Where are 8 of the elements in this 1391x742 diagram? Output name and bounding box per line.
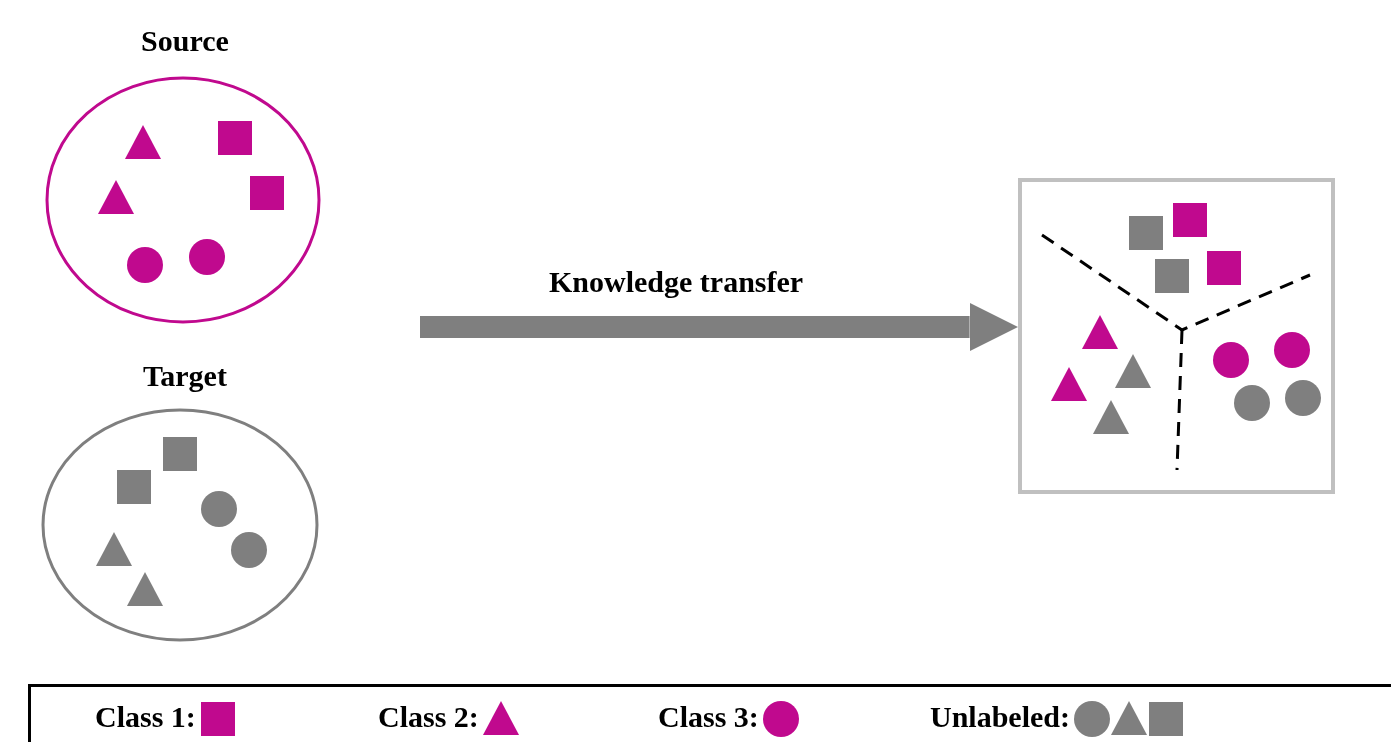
arrow bbox=[420, 302, 1018, 352]
set-title: Target bbox=[142, 359, 228, 393]
result-panel bbox=[1018, 178, 1335, 494]
legend-label: Unlabeled: bbox=[930, 700, 1070, 734]
legend-label: Class 2: bbox=[378, 700, 479, 734]
set-title: Source bbox=[140, 24, 230, 58]
legend-label: Class 3: bbox=[658, 700, 759, 734]
legend-label: Class 1: bbox=[95, 700, 196, 734]
